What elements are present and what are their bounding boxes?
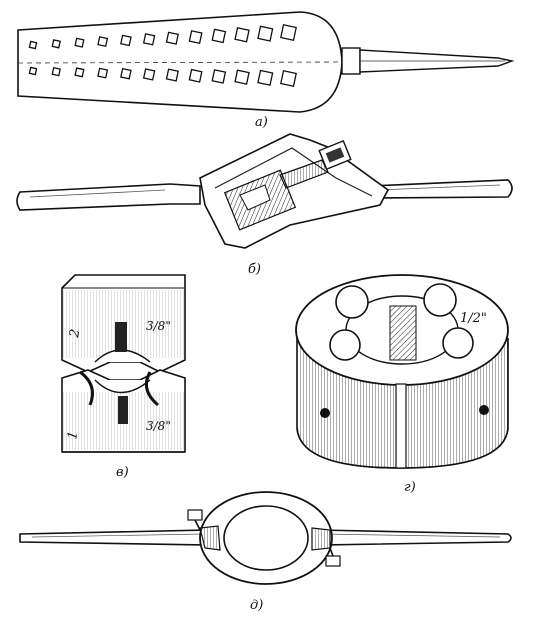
round-die-g: 1/2" xyxy=(295,274,509,469)
die-hole xyxy=(74,67,85,78)
die-hole xyxy=(234,69,250,85)
die-hole xyxy=(280,24,297,41)
die-hole xyxy=(51,39,61,49)
die-hole xyxy=(280,70,297,87)
die-hole xyxy=(97,36,109,48)
die-stock-d xyxy=(19,491,512,585)
die-hole xyxy=(120,67,132,80)
die-hole xyxy=(211,69,227,84)
die-hole xyxy=(74,37,85,48)
round-die-size-mark: 1/2" xyxy=(460,311,487,326)
die-hole xyxy=(257,69,274,86)
die-hole xyxy=(188,68,203,83)
die-half-number-bottom: 1 xyxy=(65,430,81,441)
die-size-mark-top: 3/8" xyxy=(146,319,171,333)
die-hole xyxy=(97,67,109,79)
caption-d: д) xyxy=(250,598,264,613)
caption-a: а) xyxy=(255,115,268,130)
die-hole xyxy=(142,68,156,81)
die-size-mark-bottom: 3/8" xyxy=(146,419,171,433)
die-stock-b xyxy=(16,133,513,249)
die-hole xyxy=(51,66,61,77)
die-hole xyxy=(188,30,203,45)
die-hole xyxy=(211,28,227,44)
caption-v: в) xyxy=(116,465,129,480)
die-hole xyxy=(165,31,179,45)
die-hole xyxy=(142,33,156,46)
die-holes xyxy=(28,24,297,87)
die-hole xyxy=(165,68,179,82)
die-hole xyxy=(257,25,274,42)
caption-b: б) xyxy=(248,262,262,277)
caption-g: г) xyxy=(404,480,416,495)
die-half-number-top: 2 xyxy=(67,328,83,340)
die-hole xyxy=(28,66,38,76)
die-plate-a xyxy=(17,11,515,113)
die-hole xyxy=(234,27,250,43)
die-hole xyxy=(28,40,38,50)
split-die-v: 2 3/8" 1 3/8" xyxy=(61,274,186,453)
die-hole xyxy=(120,34,132,47)
